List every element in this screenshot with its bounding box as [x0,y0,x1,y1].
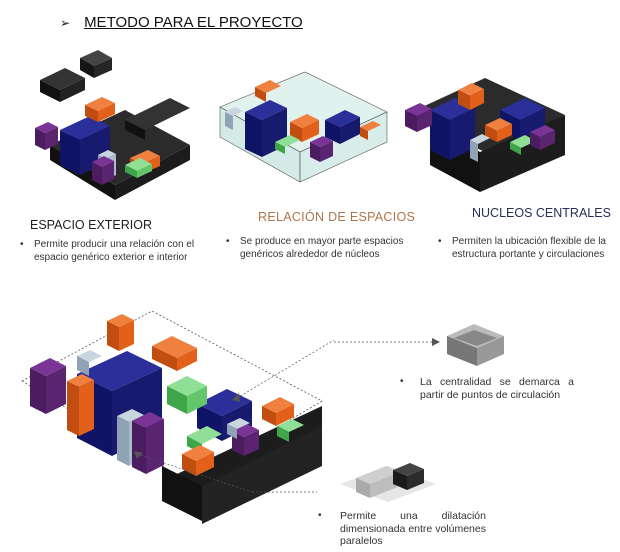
caption-relacion-espacios: RELACIÓN DE ESPACIOS [258,210,416,224]
dilatation-volume-icon [340,463,436,502]
bullet-dot-icon: • [318,510,322,521]
bullet-espacio-exterior: • Permite producir una relación con el e… [20,239,204,264]
caption-espacio-exterior: ESPACIO EXTERIOR [30,218,153,232]
callout-connector-top [334,338,440,346]
caption-nucleos-centrales: NUCLEOS CENTRALES [472,206,611,220]
bullet-dot-icon: • [438,236,442,247]
bullet-text: Permiten la ubicación flexible de la est… [452,236,606,260]
model-main-isometric [21,310,335,524]
bullet-dot-icon: • [20,239,24,250]
circulation-core-icon [447,324,504,366]
bullet-text: Se produce en mayor parte espacios genér… [240,236,404,260]
arrow-right-icon: ➢ [60,16,71,30]
model-relacion-espacios [219,71,388,183]
model-nucleos-centrales [405,78,565,192]
bullet-relacion-espacios: • Se produce en mayor parte espacios gen… [226,236,418,261]
callout-text: Permite una dilatación dimensionada entr… [340,510,486,547]
bullet-dot-icon: • [226,236,230,247]
bullet-nucleos-centrales: • Permiten la ubicación flexible de la e… [438,236,620,261]
bullet-dot-icon: • [400,376,404,387]
callout-centralidad: • La centralidad se demarca a partir de … [400,376,574,401]
callout-dilatacion: • Permite una dilatación dimensionada en… [318,510,486,548]
section-header: ➢ METODO PARA EL PROYECTO [60,14,303,31]
model-espacio-exterior [35,50,190,200]
callout-text: La centralidad se demarca a partir de pu… [420,376,574,401]
section-title: METODO PARA EL PROYECTO [84,14,303,31]
bullet-text: Permite producir una relación con el esp… [34,239,195,263]
